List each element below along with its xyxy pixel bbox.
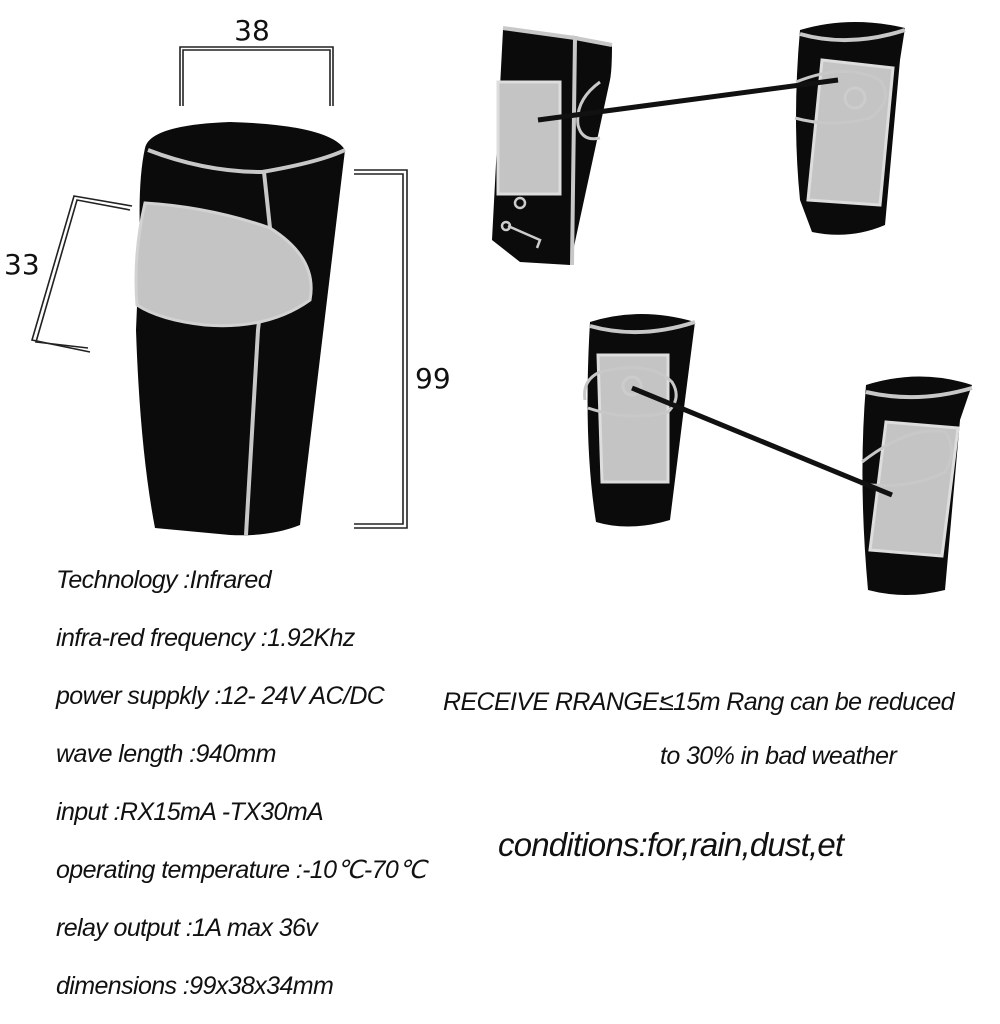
main-sensor-top-edge [147,148,346,175]
infrared-beam-bottom [631,385,893,498]
bottom-right-sensor-lens-outline [859,429,953,487]
spec-frequency: infra-red frequency :1.92Khz [56,624,355,652]
mounting-view-top-right [794,21,906,235]
spec-input: input :RX15mA -TX30mA [56,798,324,826]
wiring-slot-icon [507,224,542,249]
spec-list: Technology :Infrared infra-red frequency… [56,560,426,1024]
width-dimension-label: 38 [234,14,270,47]
spec-technology: Technology :Infrared [56,566,272,594]
receive-range-line-1: ≤15m Rang can be reduced [660,688,955,716]
top-right-sensor-panel [806,58,895,207]
bottom-left-sensor-panel [596,353,670,484]
width-bracket [179,46,334,106]
receive-range-line-2: to 30% in bad weather [660,742,897,770]
main-sensor-body [136,122,345,536]
spec-operating-temperature: operating temperature :-10℃-70℃ [56,856,426,884]
top-right-sensor-eye-icon [843,86,867,110]
bottom-left-sensor-eye-icon [621,375,643,397]
spec-wave-length: wave length :940mm [56,740,276,768]
height-dimension-label: 99 [415,362,451,395]
weather-conditions-note: conditions:for,rain,dust,et [498,826,844,863]
mounting-hole-icon [513,196,527,210]
main-sensor-lens [134,201,313,328]
infrared-beam-top [537,77,839,123]
top-left-sensor-panel [496,80,562,196]
top-left-sensor-lens-outline [576,80,601,141]
spec-relay-output: relay output :1A max 36v [56,914,318,942]
receive-range-label: RECEIVE RRANGE: [443,688,665,716]
bottom-left-sensor-edge [589,320,696,335]
mounting-view-top-left [492,26,613,266]
depth-bracket [30,195,133,353]
spec-dimensions: dimensions :99x38x34mm [56,972,334,1000]
top-right-sensor-edge [799,28,906,43]
top-right-sensor-lens-outline [794,70,888,125]
top-left-sensor-edge [502,26,613,266]
depth-dimension-label: 33 [4,248,40,281]
bottom-left-sensor-lens-outline [583,366,678,418]
height-bracket [354,169,408,529]
mounting-view-bottom-right [859,376,973,595]
bottom-right-sensor-panel [868,420,960,558]
mounting-view-bottom-left [583,314,696,527]
main-sensor-illustration [134,122,346,536]
spec-power-supply: power suppkly :12- 24V AC/DC [56,682,385,710]
sensor-diagram: 38 33 99 [4,14,973,595]
bottom-right-sensor-edge [865,386,973,400]
